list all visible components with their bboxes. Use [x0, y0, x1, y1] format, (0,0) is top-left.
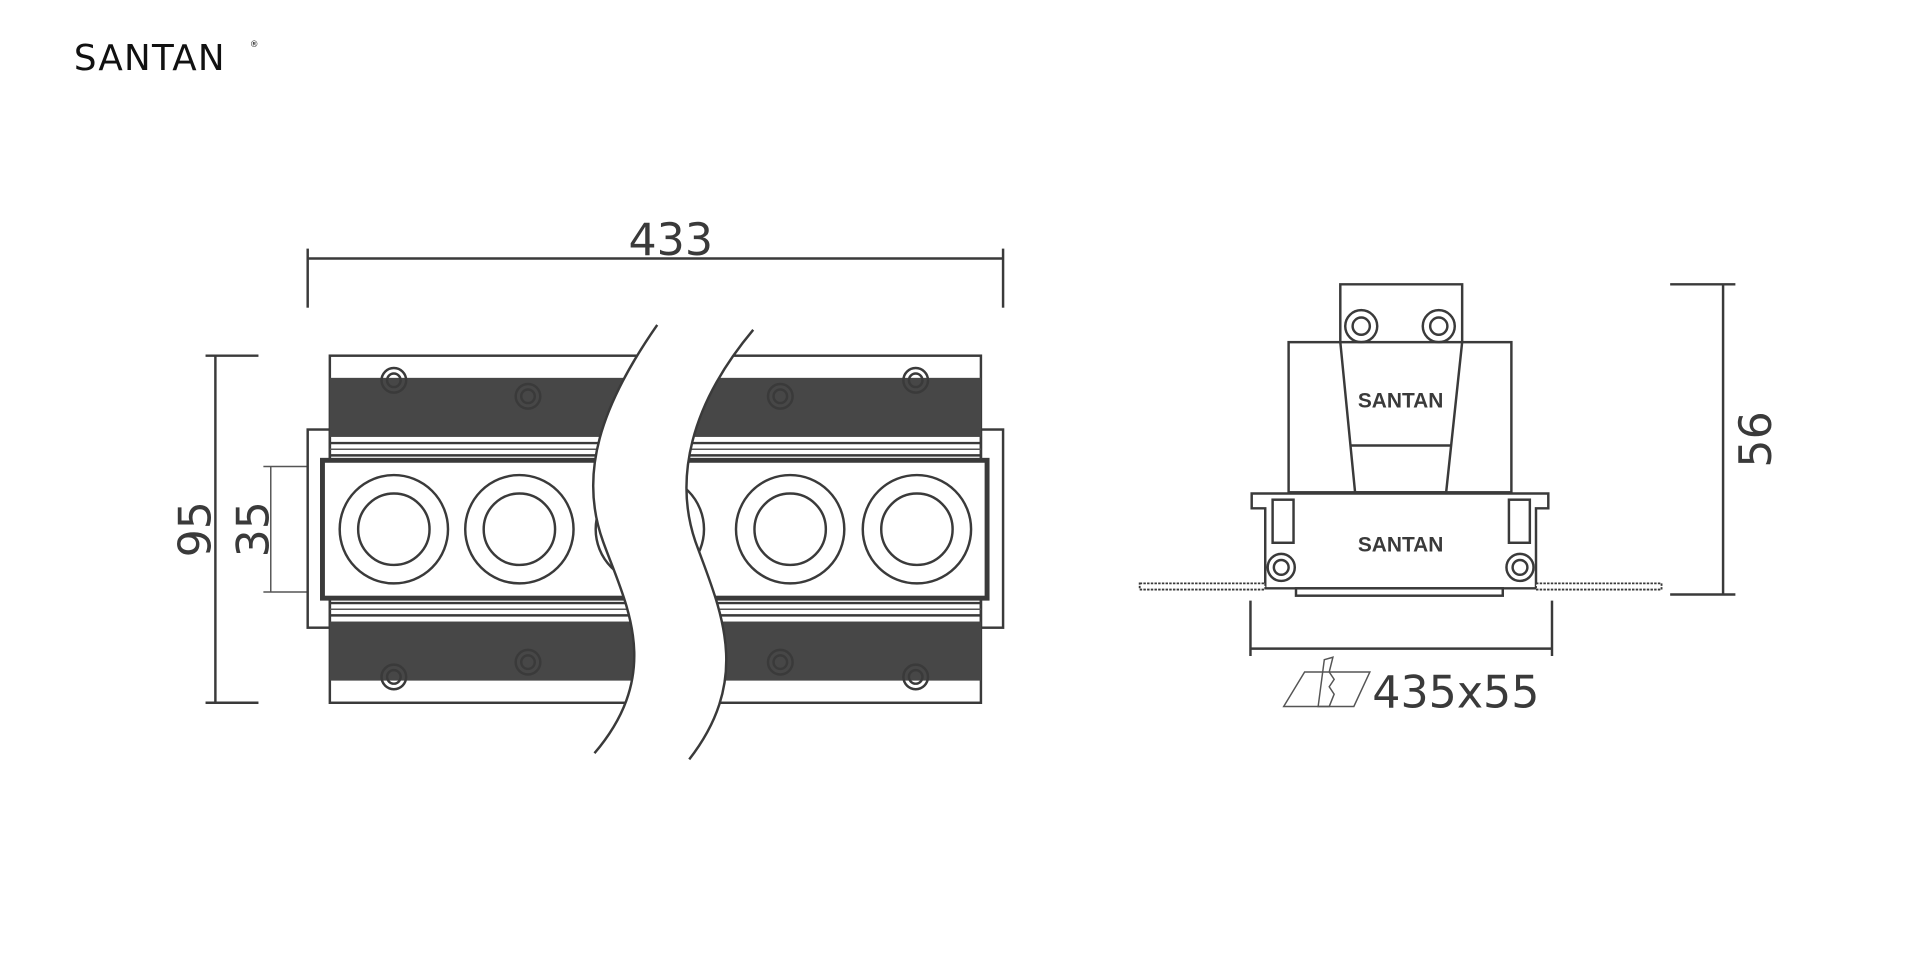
ceiling-plate-right	[1535, 582, 1663, 591]
break-gap	[593, 324, 754, 760]
optic-height-label: 35	[228, 501, 279, 557]
screw-icon	[902, 366, 930, 394]
front-view: 433 95 35	[170, 215, 1005, 761]
lens-icon	[734, 473, 846, 585]
lens-icon	[463, 473, 575, 585]
screw-icon	[380, 663, 408, 691]
logo-text: SANTAN	[74, 38, 226, 79]
screw-icon	[380, 366, 408, 394]
screw-icon	[766, 382, 794, 410]
break-line-left	[591, 324, 659, 755]
cutout-icon	[1282, 656, 1372, 708]
cutout-dimension: 435x55	[1249, 600, 1554, 719]
registered-mark: ®	[250, 40, 259, 50]
lens-icon	[338, 473, 450, 585]
screw-icon	[1266, 552, 1296, 583]
fixture-body	[306, 324, 1005, 761]
ceiling-plate-left	[1138, 582, 1267, 591]
width-dimension: 433	[306, 215, 1005, 308]
cutout-label: 435x55	[1372, 668, 1539, 719]
optic-height-dimension: 35	[228, 465, 308, 593]
break-line-right	[685, 329, 755, 761]
screw-icon	[1505, 552, 1535, 583]
screw-icon	[514, 648, 542, 676]
depth-dimension: 56	[1670, 283, 1782, 596]
bracket-engraving: SANTAN	[1358, 389, 1444, 412]
height-dimension: 95	[170, 354, 259, 704]
screw-icon	[766, 648, 794, 676]
screw-row	[380, 366, 930, 691]
screw-icon	[1421, 308, 1457, 344]
lens-icon	[861, 473, 973, 585]
brand-logo: SANTAN ®	[74, 38, 259, 79]
depth-label: 56	[1731, 411, 1782, 467]
screw-icon	[1344, 308, 1379, 344]
width-label: 433	[628, 215, 713, 266]
screw-icon	[514, 382, 542, 410]
height-label: 95	[170, 501, 221, 557]
side-view: SANTAN SANTAN 56 435x55	[1138, 283, 1782, 719]
body-engraving: SANTAN	[1358, 533, 1444, 556]
screw-icon	[902, 663, 930, 691]
